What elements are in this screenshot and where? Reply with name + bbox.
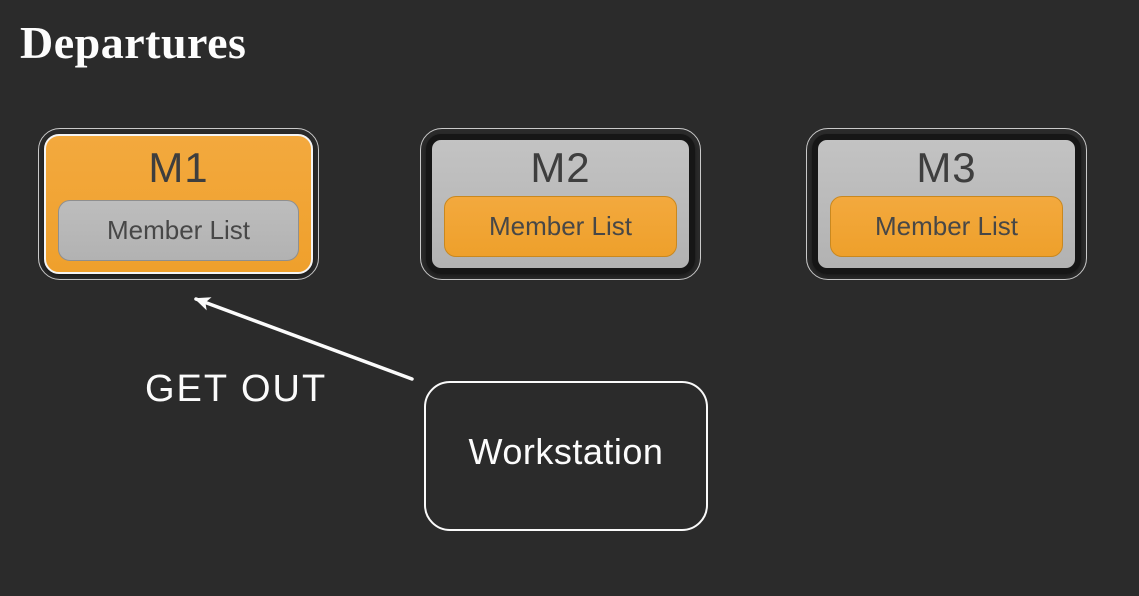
node-m1-member-list: Member List [58,200,299,261]
node-m2-label: M2 [530,144,591,191]
node-m2: M2 Member List [420,128,701,280]
node-m3-body: M3 Member List [812,134,1081,274]
node-m3: M3 Member List [806,128,1087,280]
node-m1-body: M1 Member List [44,134,313,274]
node-m3-member-list: Member List [830,196,1063,257]
node-m1-label: M1 [148,144,209,191]
node-m2-body: M2 Member List [426,134,695,274]
page-title: Departures [20,17,247,68]
node-workstation-label: Workstation [468,431,664,472]
node-m3-label: M3 [916,144,977,191]
arrow-label-get-out: GET OUT [145,368,328,410]
node-workstation: Workstation [424,381,708,531]
node-m1: M1 Member List [38,128,319,280]
node-m2-member-list: Member List [444,196,677,257]
